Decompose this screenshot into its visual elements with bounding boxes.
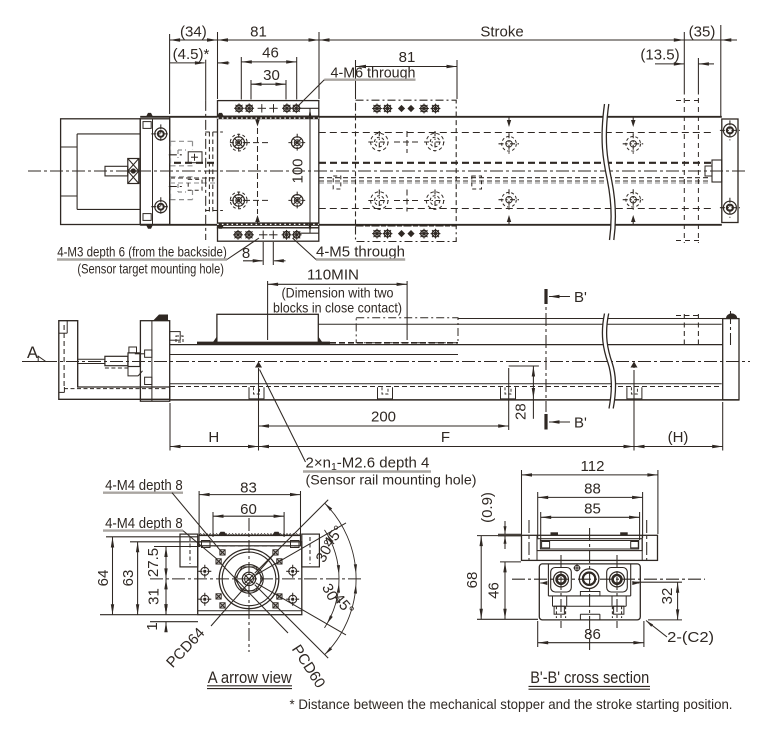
svg-text:85: 85 bbox=[584, 501, 601, 518]
svg-text:(Dimension with two: (Dimension with two bbox=[282, 285, 394, 301]
svg-text:4-M3 depth 6 (from the backsid: 4-M3 depth 6 (from the backside) bbox=[57, 244, 227, 260]
svg-text:68: 68 bbox=[464, 572, 481, 589]
svg-text:A: A bbox=[27, 344, 38, 362]
svg-text:(0.9): (0.9) bbox=[479, 492, 496, 523]
svg-text:(Sensor target mounting hole): (Sensor target mounting hole) bbox=[77, 261, 224, 277]
svg-text:F: F bbox=[441, 429, 450, 446]
svg-text:31: 31 bbox=[146, 588, 163, 605]
svg-text:A arrow view: A arrow view bbox=[208, 669, 292, 687]
svg-text:Stroke: Stroke bbox=[480, 24, 523, 41]
svg-text:46: 46 bbox=[262, 45, 279, 62]
svg-text:86: 86 bbox=[584, 626, 601, 643]
svg-text:* Distance between the mechani: * Distance between the mechanical stoppe… bbox=[290, 696, 733, 712]
svg-text:(35): (35) bbox=[689, 24, 716, 41]
svg-text:100: 100 bbox=[290, 158, 307, 183]
svg-text:(H): (H) bbox=[668, 429, 689, 446]
svg-text:110MIN: 110MIN bbox=[307, 267, 359, 284]
svg-text:28: 28 bbox=[513, 403, 530, 420]
svg-text:30: 30 bbox=[263, 67, 280, 84]
svg-text:(34): (34) bbox=[180, 24, 207, 41]
svg-text:blocks in close contact): blocks in close contact) bbox=[273, 300, 402, 316]
svg-text:4-M4 depth 8: 4-M4 depth 8 bbox=[105, 515, 183, 532]
svg-text:(4.5)*: (4.5)* bbox=[173, 46, 210, 63]
svg-text:46: 46 bbox=[486, 582, 503, 599]
svg-text:(Sensor rail mounting hole): (Sensor rail mounting hole) bbox=[306, 472, 477, 488]
svg-text:64: 64 bbox=[95, 570, 112, 587]
svg-text:B': B' bbox=[574, 415, 587, 432]
svg-text:1: 1 bbox=[144, 622, 161, 630]
svg-text:88: 88 bbox=[584, 481, 601, 498]
svg-text:(13.5): (13.5) bbox=[640, 47, 679, 64]
svg-text:2×n1-M2.6 depth 4: 2×n1-M2.6 depth 4 bbox=[306, 455, 430, 474]
svg-text:B': B' bbox=[574, 289, 587, 306]
svg-text:60: 60 bbox=[240, 501, 257, 518]
svg-text:4-M6 through: 4-M6 through bbox=[331, 65, 416, 82]
svg-text:4-M4 depth 8: 4-M4 depth 8 bbox=[105, 477, 183, 494]
svg-text:63: 63 bbox=[120, 570, 137, 587]
svg-text:112: 112 bbox=[581, 458, 605, 475]
svg-text:B'-B' cross section: B'-B' cross section bbox=[530, 669, 649, 687]
svg-text:81: 81 bbox=[250, 24, 267, 41]
svg-text:27.5: 27.5 bbox=[145, 548, 162, 577]
svg-text:2-(C2): 2-(C2) bbox=[667, 629, 714, 646]
svg-text:32: 32 bbox=[659, 588, 676, 605]
svg-text:8: 8 bbox=[242, 245, 250, 262]
svg-text:81: 81 bbox=[399, 49, 416, 66]
svg-text:83: 83 bbox=[240, 480, 257, 497]
svg-text:200: 200 bbox=[371, 409, 396, 426]
svg-text:H: H bbox=[208, 429, 219, 446]
svg-text:4-M5 through: 4-M5 through bbox=[316, 244, 405, 261]
